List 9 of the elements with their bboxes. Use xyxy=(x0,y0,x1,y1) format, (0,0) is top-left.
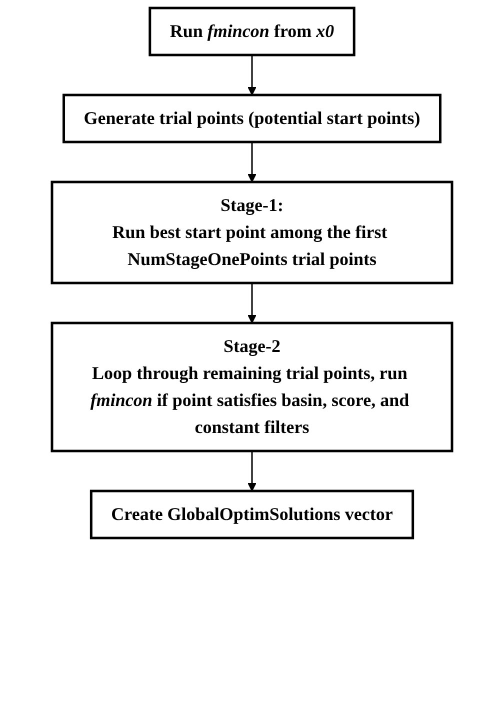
node-box xyxy=(62,94,441,144)
arrow xyxy=(247,283,256,324)
node-box xyxy=(50,322,453,452)
arrow xyxy=(247,142,256,182)
node-box xyxy=(89,490,414,540)
arrow xyxy=(247,55,256,96)
node-box xyxy=(148,6,355,56)
node-box xyxy=(50,180,453,284)
arrow xyxy=(247,451,256,492)
